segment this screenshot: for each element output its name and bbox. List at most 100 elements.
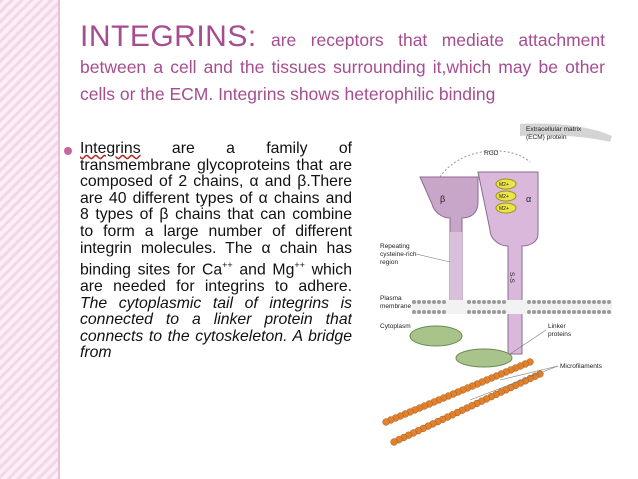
body-text-2: and Mg: [232, 261, 295, 279]
lipid-head: [592, 300, 596, 304]
lipid-head: [572, 310, 576, 314]
lipid-head: [557, 300, 561, 304]
lipid-head: [607, 310, 611, 314]
metal-ion-1: [495, 178, 517, 190]
lipid-head: [557, 310, 561, 314]
linker-protein-2: [455, 348, 513, 368]
label-linker-2: proteins: [548, 331, 572, 338]
label-beta: β: [440, 194, 445, 204]
lipid-head: [432, 300, 436, 304]
lipid-head: [427, 310, 431, 314]
label-m2: M2+: [499, 194, 509, 200]
label-m1: M2+: [499, 182, 509, 188]
lipid-head: [477, 310, 481, 314]
lipid-head: [552, 300, 556, 304]
lipid-head: [567, 310, 571, 314]
lipid-head: [542, 300, 546, 304]
label-ss: S-S: [508, 272, 515, 284]
slide: INTEGRINS: are receptors that mediate at…: [60, 0, 638, 479]
pointer-linker: [509, 329, 547, 355]
stripe-edge: [58, 0, 60, 479]
lipid-head: [532, 310, 536, 314]
beta-stalk-band: [450, 232, 462, 302]
actin-bead: [390, 438, 398, 446]
metal-ion-3: [495, 202, 517, 214]
lipid-head: [547, 300, 551, 304]
lipid-head: [602, 310, 606, 314]
lipid-head: [572, 300, 576, 304]
body-sup-2: ++: [294, 260, 305, 271]
lipid-head: [497, 310, 501, 314]
label-m3: M2+: [499, 206, 509, 212]
label-repeating-2: cysteine-rich: [380, 251, 417, 258]
lipid-head: [602, 300, 606, 304]
lipid-head: [487, 300, 491, 304]
decorative-stripe-border: [0, 0, 58, 479]
body-text-1: are a family of transmembrane glycoprote…: [80, 141, 352, 279]
lipid-head: [482, 300, 486, 304]
lipid-head: [532, 300, 536, 304]
rgd-arc: [439, 150, 531, 178]
lipid-head: [597, 310, 601, 314]
title-rest: are receptors that mediate attachment be…: [80, 30, 605, 104]
lipid-head: [502, 300, 506, 304]
lipid-head: [562, 300, 566, 304]
lipid-head: [592, 310, 596, 314]
label-rgd: RGD: [484, 150, 499, 157]
label-microfilaments: Microfilaments: [560, 363, 603, 370]
lipid-head: [607, 300, 611, 304]
body-keyword: Integrins: [80, 141, 141, 157]
label-plasma-2: membrane: [380, 303, 411, 310]
pointer-microfilaments-2: [469, 365, 559, 401]
linker-protein-1: [409, 325, 463, 347]
lipid-head: [567, 300, 571, 304]
lipid-head: [412, 300, 416, 304]
lipid-head: [577, 300, 581, 304]
label-repeating-1: Repeating: [380, 243, 410, 250]
lipid-head: [552, 310, 556, 314]
lipid-head: [582, 310, 586, 314]
lipid-head: [597, 300, 601, 304]
lipid-head: [527, 300, 531, 304]
lipid-head: [537, 300, 541, 304]
lipid-head: [537, 310, 541, 314]
plasma-membrane: [412, 300, 612, 314]
lipid-head: [542, 310, 546, 314]
lipid-head: [467, 310, 471, 314]
lipid-head: [422, 310, 426, 314]
lipid-head: [427, 300, 431, 304]
lipid-head: [487, 310, 491, 314]
lipid-head: [432, 310, 436, 314]
lipid-head: [582, 300, 586, 304]
bullet-text: Integrins are a family of transmembrane …: [80, 141, 352, 479]
bullet-icon: [64, 147, 72, 155]
actin-bead: [382, 418, 390, 426]
pointer-microfilaments: [499, 365, 559, 381]
lipid-head: [422, 300, 426, 304]
label-plasma-1: Plasma: [380, 295, 402, 302]
lipid-head: [587, 300, 591, 304]
lipid-head: [437, 310, 441, 314]
lipid-head: [442, 300, 446, 304]
lipid-head: [417, 310, 421, 314]
lipid-head: [497, 300, 501, 304]
lipid-head: [492, 310, 496, 314]
lipid-head: [472, 310, 476, 314]
lipid-head: [587, 310, 591, 314]
label-alpha: α: [526, 194, 531, 204]
lipid-head: [527, 310, 531, 314]
lipid-head: [492, 300, 496, 304]
lipid-head: [437, 300, 441, 304]
label-ecm2: (ECM) protein: [526, 134, 567, 141]
ecm-protein-shape: [520, 123, 612, 142]
label-linker-1: Linker: [548, 323, 567, 330]
slide-heading: INTEGRINS: are receptors that mediate at…: [80, 22, 605, 108]
lipid-head: [482, 310, 486, 314]
body-text-3: which are needed for integrins to adhere…: [80, 261, 352, 296]
label-ecm: Extracellular matrix: [526, 126, 582, 133]
lipid-head: [472, 300, 476, 304]
label-cytoplasm: Cytoplasm: [380, 323, 411, 330]
lipid-head: [467, 300, 471, 304]
beta-chain: [419, 176, 479, 313]
title-word: INTEGRINS:: [80, 20, 257, 53]
